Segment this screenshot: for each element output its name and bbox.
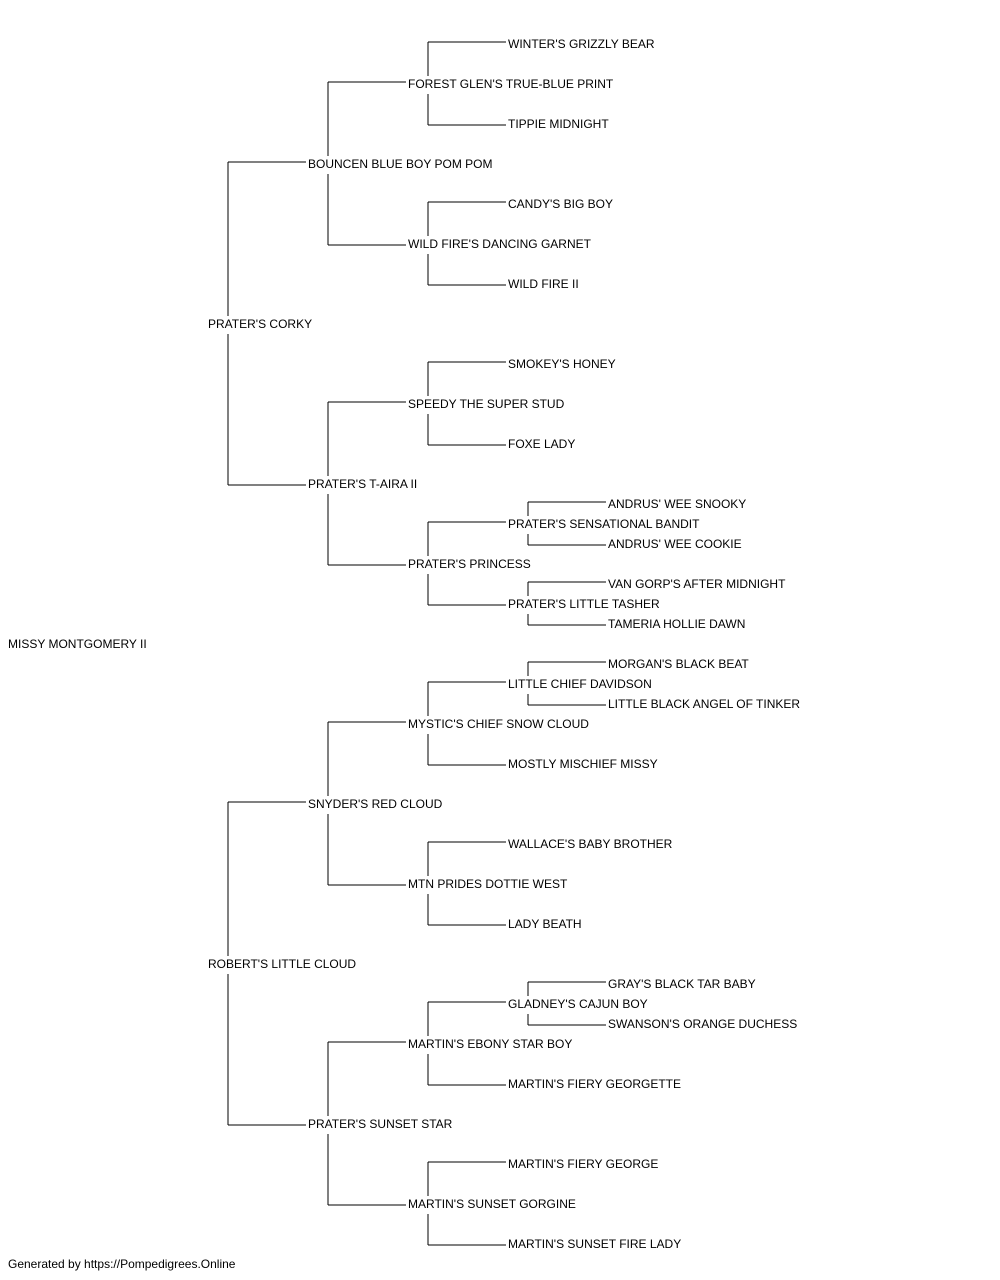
ancestor-ddss: GLADNEY'S CAJUN BOY — [508, 997, 650, 1011]
ancestor-ddssd: SWANSON'S ORANGE DUCHESS — [608, 1017, 800, 1031]
ancestor-ssd: WILD FIRE'S DANCING GARNET — [408, 237, 593, 251]
ancestor-ddsd: MARTIN'S FIERY GEORGETTE — [508, 1077, 683, 1091]
ancestor-sdd: PRATER'S PRINCESS — [408, 557, 533, 571]
dam-dam-name: PRATER'S SUNSET STAR — [308, 1117, 455, 1131]
ancestor-sddds: VAN GORP'S AFTER MIDNIGHT — [608, 577, 788, 591]
ancestor-dsd: MTN PRIDES DOTTIE WEST — [408, 877, 570, 891]
ancestor-dss: MYSTIC'S CHIEF SNOW CLOUD — [408, 717, 591, 731]
ancestor-ddd: MARTIN'S SUNSET GORGINE — [408, 1197, 578, 1211]
ancestor-sdsd: FOXE LADY — [508, 437, 578, 451]
ancestor-ssss: WINTER'S GRIZZLY BEAR — [508, 37, 657, 51]
ancestor-ssdd: WILD FIRE II — [508, 277, 581, 291]
ancestor-sds: SPEEDY THE SUPER STUD — [408, 397, 567, 411]
ancestor-dds: MARTIN'S EBONY STAR BOY — [408, 1037, 575, 1051]
dam-name: ROBERT'S LITTLE CLOUD — [208, 957, 359, 971]
ancestor-ddsss: GRAY'S BLACK TAR BABY — [608, 977, 758, 991]
ancestor-sddd: PRATER'S LITTLE TASHER — [508, 597, 662, 611]
ancestor-sssd: TIPPIE MIDNIGHT — [508, 117, 611, 131]
ancestor-dddd: MARTIN'S SUNSET FIRE LADY — [508, 1237, 684, 1251]
generated-by-footer: Generated by https://Pompedigrees.Online — [8, 1257, 236, 1271]
ancestor-sss: FOREST GLEN'S TRUE-BLUE PRINT — [408, 77, 616, 91]
ancestor-ddds: MARTIN'S FIERY GEORGE — [508, 1157, 661, 1171]
ancestor-dssd: MOSTLY MISCHIEF MISSY — [508, 757, 660, 771]
sire-name: PRATER'S CORKY — [208, 317, 315, 331]
ancestor-dsss: LITTLE CHIEF DAVIDSON — [508, 677, 654, 691]
subject-name: MISSY MONTGOMERY II — [8, 637, 149, 651]
dam-sire-name: SNYDER'S RED CLOUD — [308, 797, 445, 811]
ancestor-sdss: SMOKEY'S HONEY — [508, 357, 618, 371]
ancestor-sdddd: TAMERIA HOLLIE DAWN — [608, 617, 748, 631]
ancestor-sdsss: ANDRUS' WEE SNOOKY — [608, 497, 749, 511]
sire-sire-name: BOUNCEN BLUE BOY POM POM — [308, 157, 495, 171]
ancestor-ssds: CANDY'S BIG BOY — [508, 197, 615, 211]
ancestor-dssss: MORGAN'S BLACK BEAT — [608, 657, 751, 671]
ancestor-sdssd: ANDRUS' WEE COOKIE — [608, 537, 744, 551]
ancestor-dsdd: LADY BEATH — [508, 917, 584, 931]
ancestor-dsds: WALLACE'S BABY BROTHER — [508, 837, 675, 851]
ancestor-dsssd: LITTLE BLACK ANGEL OF TINKER — [608, 697, 803, 711]
sire-dam-name: PRATER'S T-AIRA II — [308, 477, 420, 491]
ancestor-sdds: PRATER'S SENSATIONAL BANDIT — [508, 517, 702, 531]
